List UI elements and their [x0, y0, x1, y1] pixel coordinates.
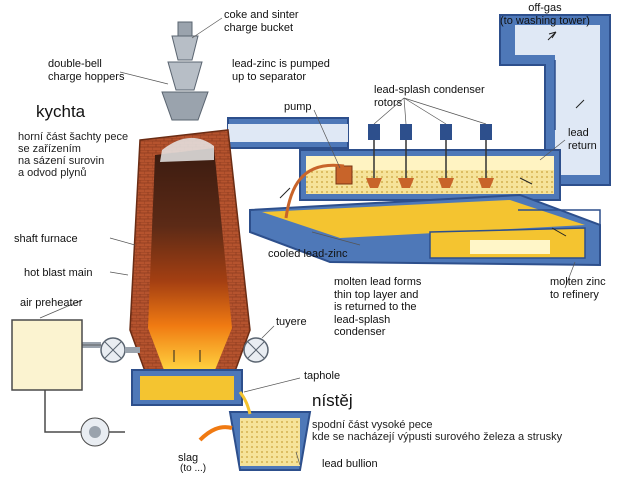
lead-bullion-pot [228, 391, 312, 471]
label-pump: pump [284, 101, 312, 113]
separator-trough [249, 193, 601, 267]
rotor-4 [478, 124, 494, 188]
condenser-rotors [366, 124, 494, 188]
label-hot-blast-main: hot blast main [24, 267, 93, 279]
kychta-description: horní část šachty pece se zařízením na s… [18, 131, 129, 179]
flow-arrows [173, 31, 585, 362]
rotor-1 [366, 124, 382, 188]
rotor-2 [398, 124, 414, 188]
nistej-description: spodní část vysoké pece kde se nacházejí… [312, 419, 563, 443]
nistej-title: nístěj [312, 391, 353, 410]
label-tuyere: tuyere [276, 316, 307, 328]
label-shaft-furnace: shaft furnace [14, 233, 78, 245]
slag-stream [198, 425, 233, 442]
label-condenser-rotors: lead-splash condenser rotors [374, 84, 485, 109]
label-coke-bucket: coke and sinter charge bucket [224, 9, 299, 34]
label-double-bell: double-bell charge hoppers [48, 58, 125, 83]
label-air-preheater: air preheater [20, 297, 83, 309]
lead-splash-condenser [299, 149, 561, 201]
label-slag: slag [178, 452, 199, 464]
label-lead-bullion: lead bullion [322, 458, 378, 470]
label-molten-lead: molten lead forms thin top layer and is … [334, 276, 422, 338]
label-slag-sub: (to ...) [180, 463, 207, 474]
leader-lines [39, 17, 576, 466]
charge-hoppers [161, 21, 209, 121]
label-taphole: taphole [304, 370, 341, 382]
rotor-3 [438, 124, 454, 188]
pump [284, 163, 353, 219]
gas-duct [227, 117, 349, 149]
label-cooled-lead-zinc: cooled lead-zinc [268, 248, 348, 260]
label-off-gas: off-gas (to washing tower) [500, 2, 590, 27]
label-lead-zinc-pumped: lead-zinc is pumped up to separator [232, 58, 330, 83]
label-molten-zinc: molten zinc to refinery [550, 276, 606, 301]
shaft-furnace [129, 129, 251, 406]
air-preheater [11, 319, 125, 447]
label-lead-return: lead return [568, 127, 597, 152]
kychta-title: kychta [36, 102, 86, 121]
